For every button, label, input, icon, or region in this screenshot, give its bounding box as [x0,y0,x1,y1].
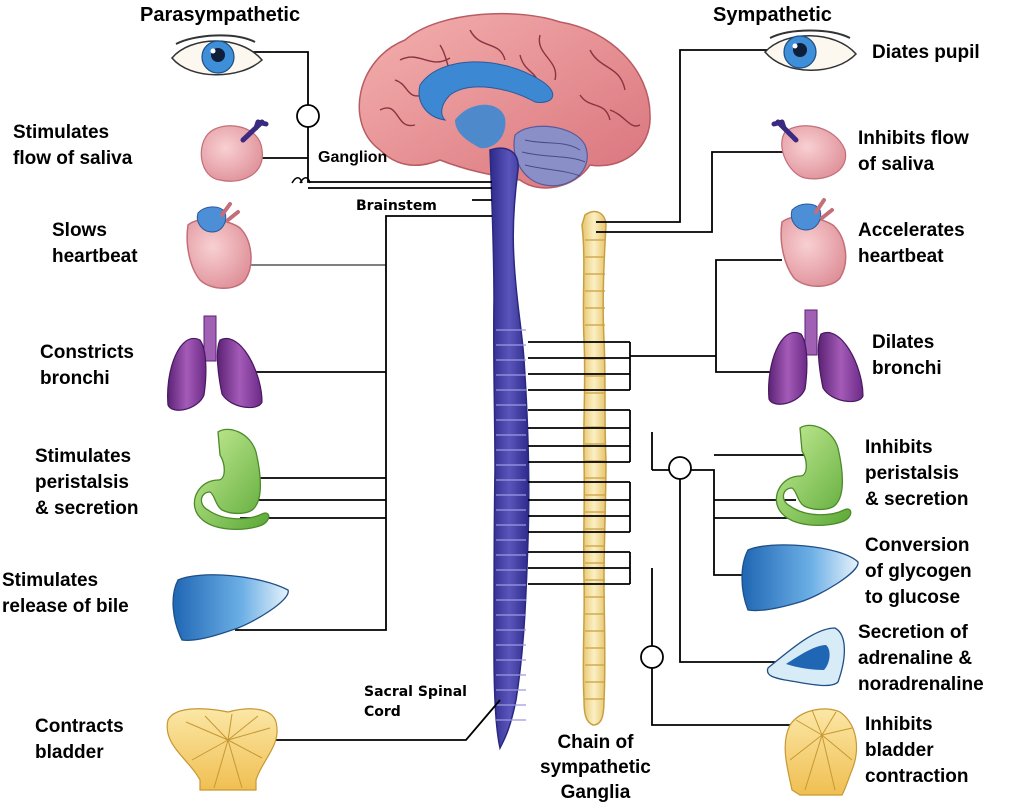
effect-glycogen-glucose: Conversion of glycogen to glucose [865,535,972,608]
stomach-right [775,424,852,526]
spinal-cord [489,147,530,751]
effect-dilates-bronchi: Dilates bronchi [872,332,942,379]
spinal-segments [496,329,526,721]
liver-left [172,574,289,642]
lungs-right [768,309,864,405]
stomach-left [193,428,270,530]
heart-left [186,202,252,289]
ventricle [418,61,553,121]
effect-stimulates-saliva: Stimulates flow of saliva [13,122,133,169]
ganglion-label: Ganglion [318,149,388,166]
effect-inhibits-bladder: Inhibits bladder contraction [865,714,969,787]
brainstem-label: Brainstem [356,198,437,214]
ganglion-mark [291,177,311,184]
effect-inhibits-saliva: Inhibits flow of saliva [858,128,969,175]
effect-adrenaline: Secretion of adrenaline & noradrenaline [858,622,984,695]
sacral-cord-label: Sacral Spinal Cord [364,684,467,720]
effect-stimulates-peristalsis: Stimulates peristalsis & secretion [35,446,139,519]
effect-dilates-pupil: Diates pupil [872,42,980,63]
bladder-left [166,708,278,791]
liver-right [741,544,859,612]
salivary-gland-right [771,119,847,180]
ganglion-circles [296,104,692,669]
effect-release-bile: Stimulates release of bile [2,570,129,617]
effect-slows-heartbeat: Slows heartbeat [52,220,138,267]
lungs-left [167,315,263,411]
nerve-lines [225,49,806,741]
parasympathetic-title: Parasympathetic [140,4,301,26]
effect-inhibits-peristalsis: Inhibits peristalsis & secretion [865,437,969,510]
eye-left [171,34,264,76]
salivary-gland-left [200,119,269,182]
effect-contracts-bladder: Contracts bladder [35,716,124,763]
adrenal-gland-right [766,627,846,687]
heart-right [780,198,847,287]
effect-constricts-bronchi: Constricts bronchi [40,342,134,389]
bladder-right [784,708,858,796]
sympathetic-title: Sympathetic [713,4,832,26]
brain [358,12,651,189]
chain-ganglia-label: Chain of sympathetic Ganglia [540,732,651,803]
eye-right [764,29,858,71]
effect-accelerates-heartbeat: Accelerates heartbeat [858,220,965,267]
